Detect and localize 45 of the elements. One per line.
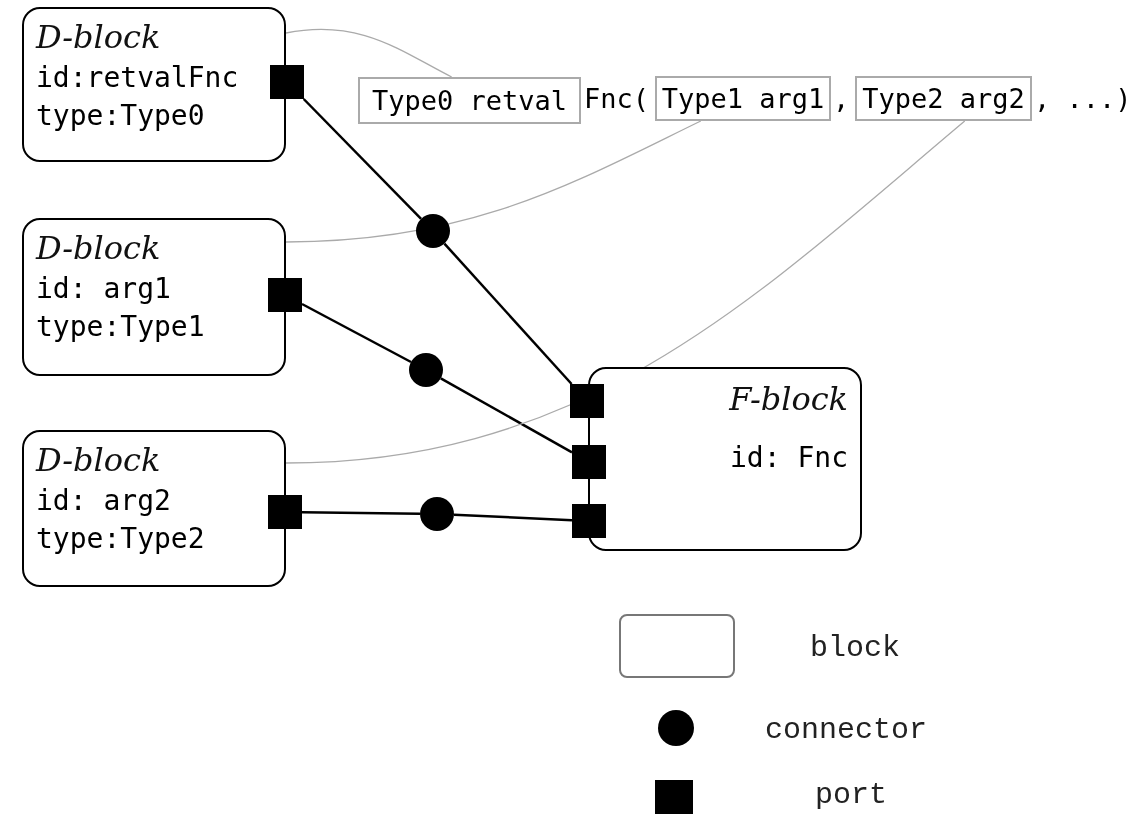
data-block [22, 7, 286, 162]
block-text: id: Fnc [730, 440, 848, 476]
highlight-box [358, 77, 581, 124]
legend-text: block [810, 630, 900, 666]
connector-dot [409, 353, 443, 387]
port-square [572, 445, 606, 479]
port-square [572, 504, 606, 538]
connector-line [302, 510, 420, 516]
connector-line [301, 302, 412, 364]
data-block [22, 218, 286, 376]
block-title: F-block [729, 379, 848, 420]
code-text: Type1 arg1 [661, 83, 825, 114]
leader-line [285, 120, 702, 243]
block-text: id: arg1 [36, 271, 172, 307]
port-square [268, 495, 302, 529]
block-text: type:Type2 [36, 521, 206, 557]
connector-line [453, 513, 573, 522]
code-text: , ...) [1034, 82, 1132, 116]
block-text: type:Type0 [36, 98, 206, 134]
connector-line [302, 98, 422, 220]
connector-dot [420, 497, 454, 531]
block-text: id: arg2 [36, 483, 172, 519]
leader-line [285, 28, 453, 78]
code-text: Type2 arg2 [862, 83, 1025, 114]
block-title: D-block [36, 228, 162, 269]
connector-dot [416, 214, 450, 248]
port-square [570, 384, 604, 418]
port-square [268, 278, 302, 312]
connector-line [440, 377, 573, 454]
block-title: D-block [36, 440, 162, 481]
highlight-box [655, 76, 831, 121]
highlight-box [855, 76, 1032, 121]
block-text: type:Type1 [36, 309, 206, 345]
function-block [588, 367, 862, 551]
code-text: Fnc( [584, 82, 650, 116]
code-text: , [833, 82, 850, 116]
port-square [270, 65, 304, 99]
data-block [22, 430, 286, 587]
block-title: D-block [36, 17, 162, 58]
leader-line [285, 120, 966, 464]
connector-line [443, 242, 573, 385]
legend-text: port [815, 777, 887, 813]
code-text: Type0 retval [371, 85, 568, 116]
legend-text: connector [765, 712, 928, 748]
block-text: id:retvalFnc [36, 60, 240, 96]
